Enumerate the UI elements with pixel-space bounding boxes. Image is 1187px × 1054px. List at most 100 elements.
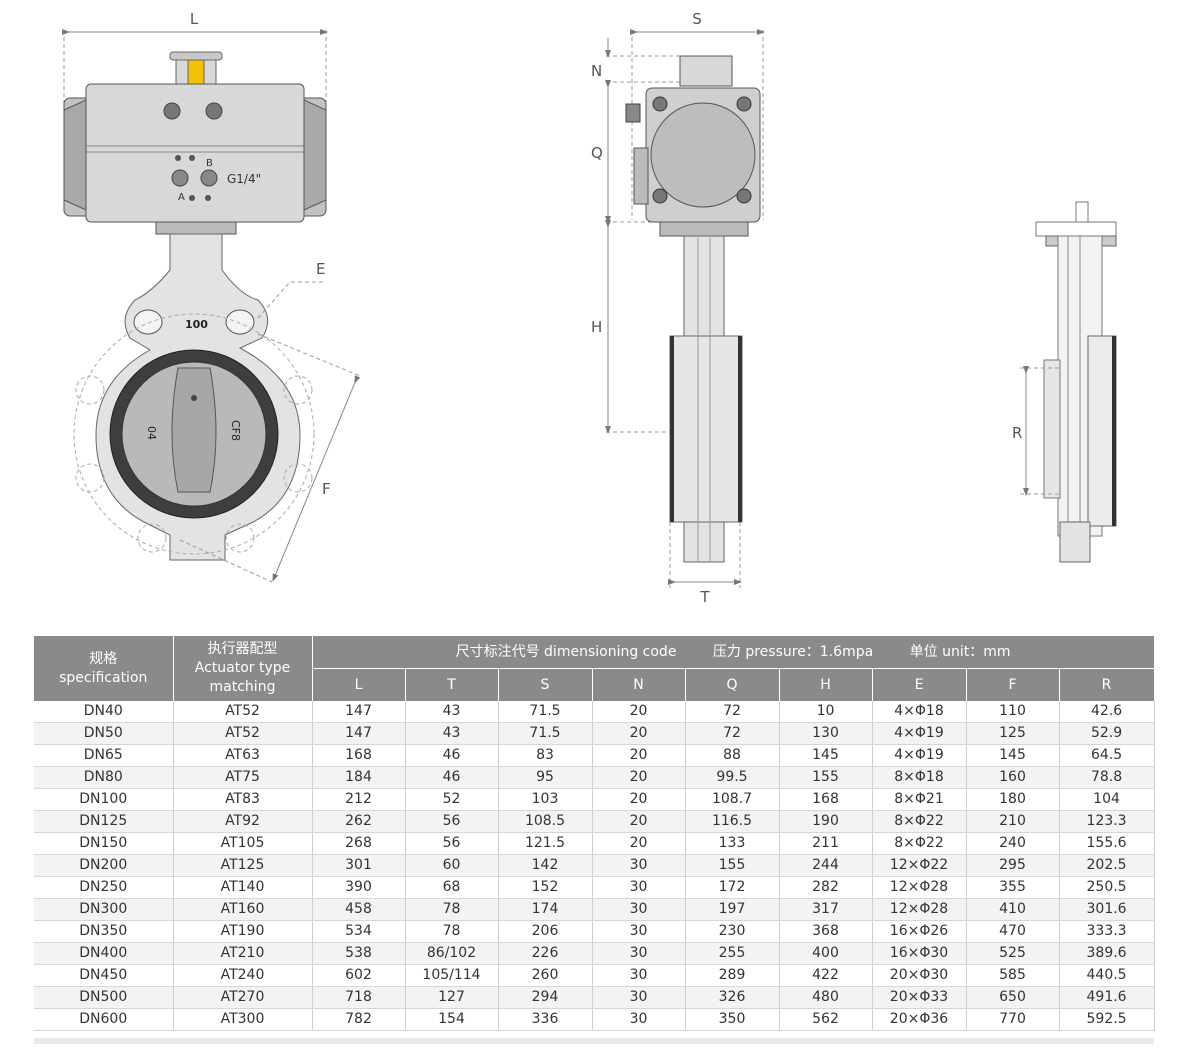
dim-H-label: H: [591, 318, 602, 336]
header-spec-cn: 规格: [89, 650, 118, 667]
table-cell: 30: [592, 898, 686, 921]
dim-S-label: S: [692, 10, 702, 28]
size-mark: 100: [185, 318, 208, 331]
table-cell: 71.5: [498, 722, 593, 745]
table-cell: 52.9: [1059, 722, 1155, 745]
table-cell: 133: [685, 832, 780, 855]
header-spec: 规格 specification: [34, 636, 174, 701]
table-cell: 317: [779, 898, 873, 921]
table-cell: 4×Φ19: [872, 722, 967, 745]
table-cell: 301.6: [1059, 898, 1155, 921]
column-header-S: S: [498, 668, 593, 701]
table-cell: 8×Φ21: [872, 788, 967, 811]
table-cell: DN125: [34, 810, 174, 833]
header-actuator-cn: 执行器配型: [207, 641, 278, 657]
table-cell: 105/114: [405, 964, 499, 987]
table-cell: AT83: [173, 788, 313, 811]
dim-F-label: F: [322, 480, 331, 498]
column-header-Q: Q: [685, 668, 780, 701]
table-cell: 88: [685, 744, 780, 767]
table-cell: 480: [779, 986, 873, 1009]
table-cell: AT75: [173, 766, 313, 789]
table-cell: 20×Φ36: [872, 1008, 967, 1031]
column-header-L: L: [312, 668, 406, 701]
table-cell: DN80: [34, 766, 174, 789]
table-cell: 12×Φ28: [872, 898, 967, 921]
table-cell: 20: [592, 766, 686, 789]
table-cell: DN50: [34, 722, 174, 745]
column-header-H: H: [779, 668, 873, 701]
header-pressure: 压力 pressure：1.6mpa: [712, 643, 874, 660]
table-cell: 389.6: [1059, 942, 1155, 965]
table-cell: 30: [592, 964, 686, 987]
port-a-label: A: [178, 192, 185, 203]
table-cell: 8×Φ18: [872, 766, 967, 789]
table-cell: 12×Φ28: [872, 876, 967, 899]
table-cell: 30: [592, 854, 686, 877]
table-cell: 260: [498, 964, 593, 987]
header-unit: 单位 unit：mm: [909, 643, 1011, 660]
table-cell: 422: [779, 964, 873, 987]
table-cell: AT210: [173, 942, 313, 965]
table-cell: 52: [405, 788, 499, 811]
table-cell: AT125: [173, 854, 313, 877]
table-cell: 326: [685, 986, 780, 1009]
table-cell: DN150: [34, 832, 174, 855]
table-cell: 10: [779, 701, 873, 723]
table-cell: 8×Φ22: [872, 832, 967, 855]
table-cell: 180: [966, 788, 1060, 811]
table-cell: DN200: [34, 854, 174, 877]
header-spec-en: specification: [59, 669, 148, 686]
table-cell: 4×Φ18: [872, 701, 967, 723]
dim-T-label: T: [699, 588, 710, 606]
table-cell: 400: [779, 942, 873, 965]
table-cell: 86/102: [405, 942, 499, 965]
table-cell: 46: [405, 766, 499, 789]
table-cell: 30: [592, 876, 686, 899]
table-cell: AT105: [173, 832, 313, 855]
table-cell: 333.3: [1059, 920, 1155, 943]
table-cell: AT190: [173, 920, 313, 943]
table-cell: 174: [498, 898, 593, 921]
table-cell: 240: [966, 832, 1060, 855]
dim-L-label: L: [190, 10, 199, 28]
table-cell: 211: [779, 832, 873, 855]
table-cell: 78: [405, 898, 499, 921]
table-cell: 202.5: [1059, 854, 1155, 877]
table-cell: AT63: [173, 744, 313, 767]
table-cell: 78.8: [1059, 766, 1155, 789]
table-cell: 72: [685, 701, 780, 723]
column-header-F: F: [966, 668, 1060, 701]
table-cell: 43: [405, 701, 499, 723]
table-cell: 123.3: [1059, 810, 1155, 833]
table-cell: 197: [685, 898, 780, 921]
table-cell: 268: [312, 832, 406, 855]
front-view: L A B G1/4" 100 04 CF: [62, 10, 361, 583]
table-cell: 56: [405, 832, 499, 855]
table-cell: 130: [779, 722, 873, 745]
table-cell: 20: [592, 744, 686, 767]
side-view: S N Q H T: [591, 10, 765, 606]
table-cell: 160: [966, 766, 1060, 789]
table-cell: 30: [592, 942, 686, 965]
table-cell: 244: [779, 854, 873, 877]
table-cell: 78: [405, 920, 499, 943]
header-dimension-info: 尺寸标注代号 dimensioning code 压力 pressure：1.6…: [312, 636, 1155, 669]
table-cell: 294: [498, 986, 593, 1009]
table-cell: 538: [312, 942, 406, 965]
bottom-rule: [34, 1038, 1154, 1044]
table-cell: 147: [312, 722, 406, 745]
table-cell: 145: [779, 744, 873, 767]
table-cell: 206: [498, 920, 593, 943]
table-cell: 99.5: [685, 766, 780, 789]
table-cell: 20×Φ33: [872, 986, 967, 1009]
column-header-N: N: [592, 668, 686, 701]
table-cell: 470: [966, 920, 1060, 943]
table-cell: 20: [592, 701, 686, 723]
table-cell: 8×Φ22: [872, 810, 967, 833]
